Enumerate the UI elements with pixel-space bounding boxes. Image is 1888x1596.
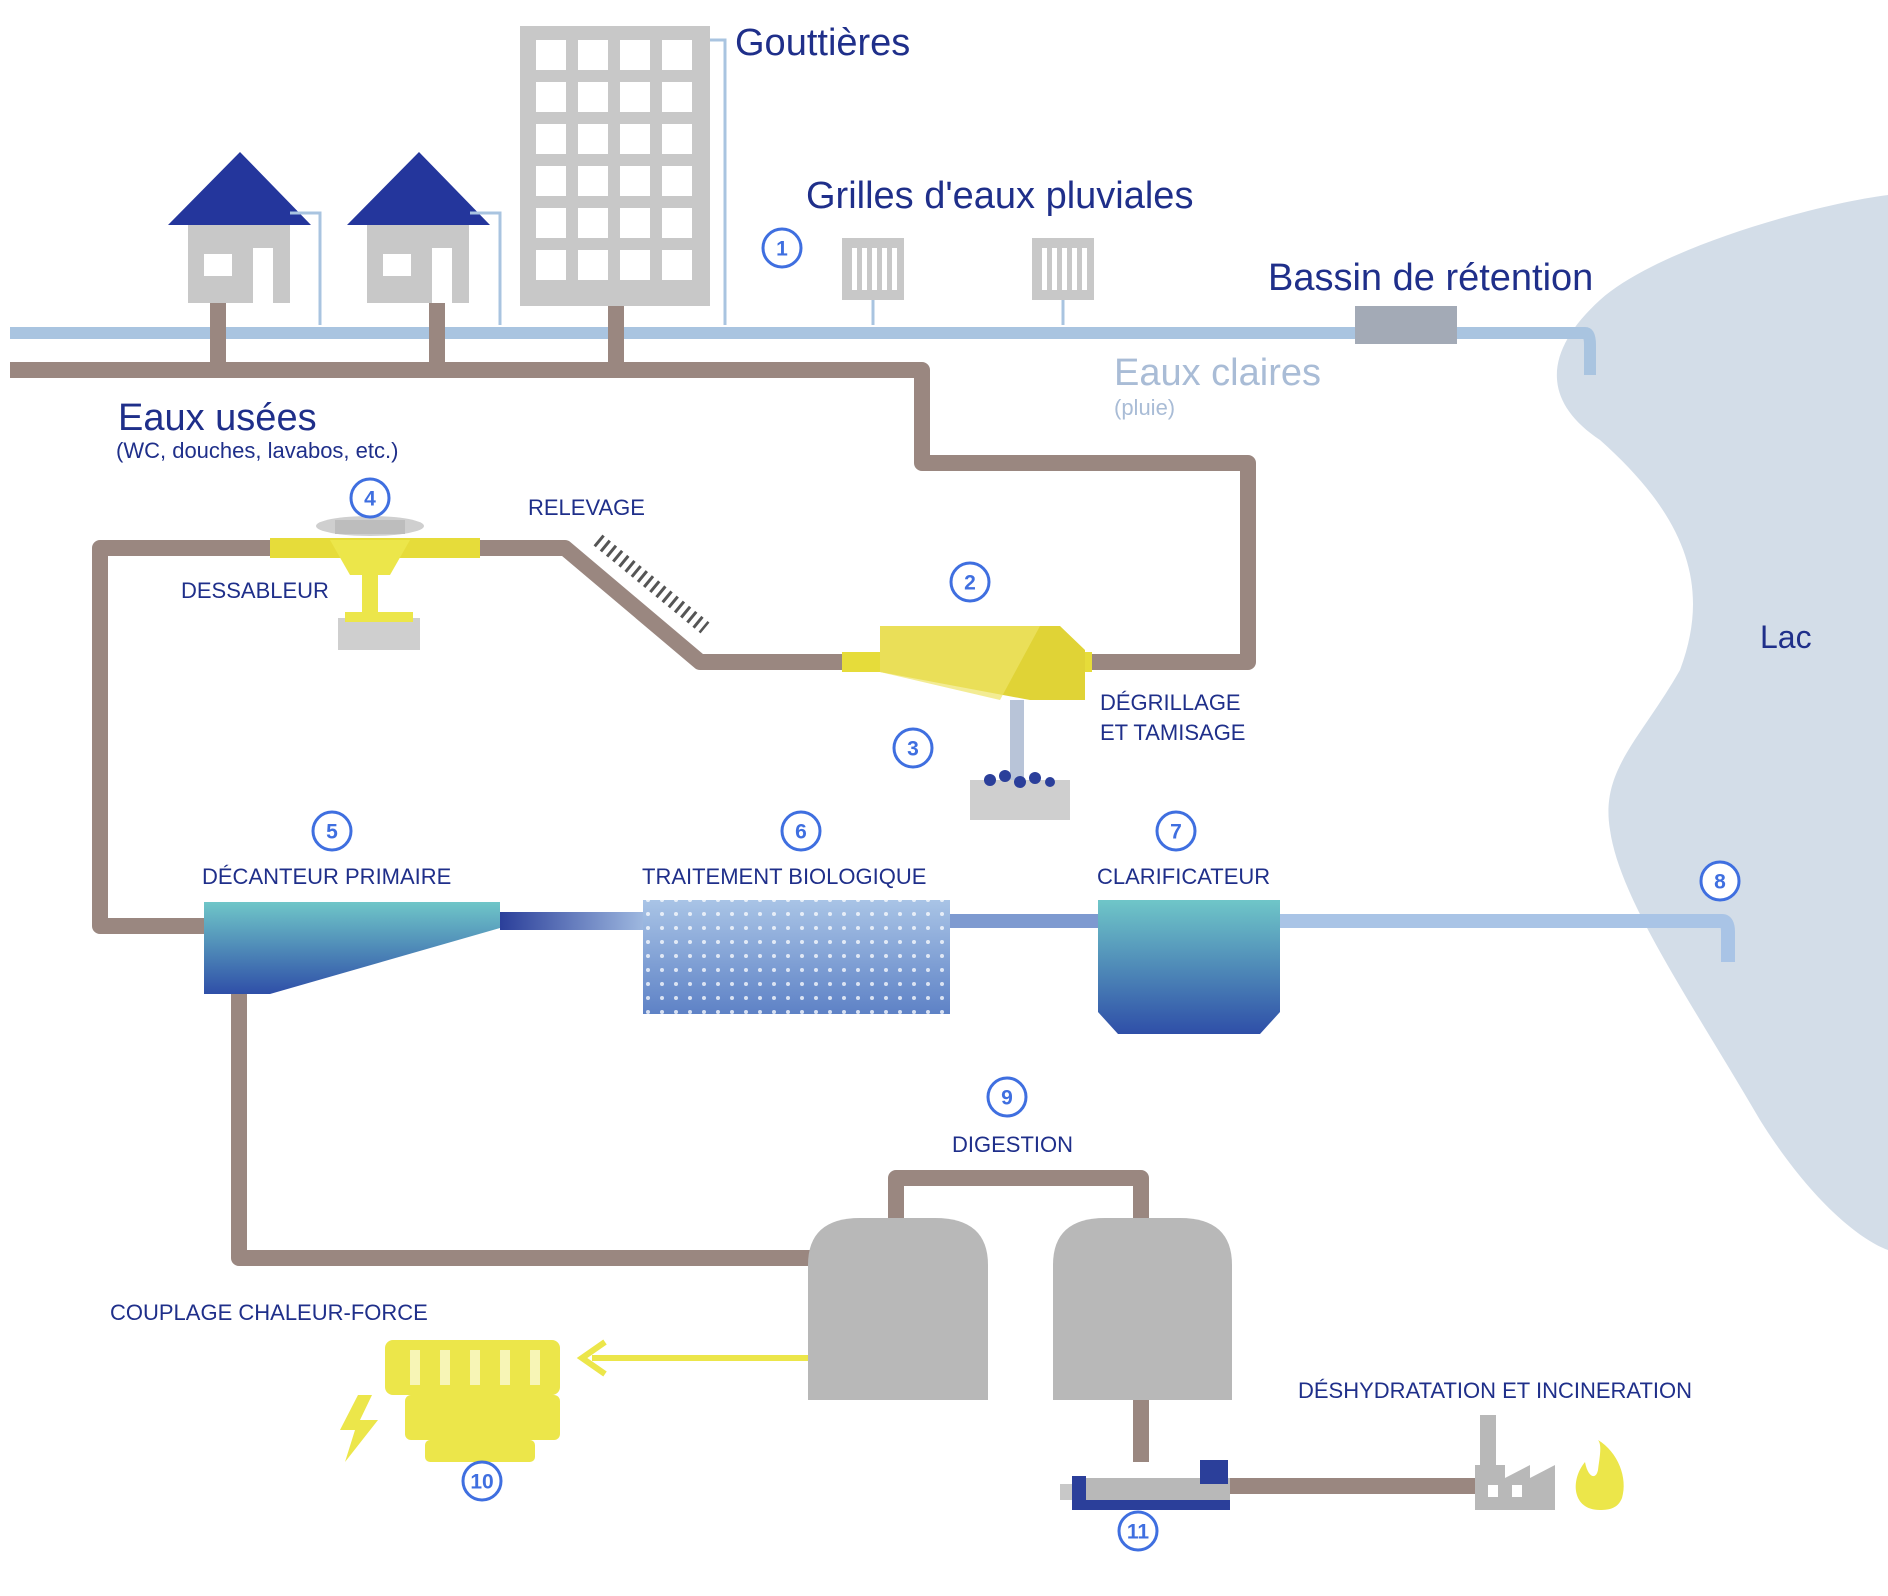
clarifier <box>1098 900 1280 1034</box>
svg-text:2: 2 <box>964 572 976 595</box>
building-window <box>536 82 566 112</box>
retention-basin <box>1355 306 1457 344</box>
svg-text:8: 8 <box>1714 871 1726 894</box>
building-window <box>536 124 566 154</box>
label-eaux-usees: Eaux usées <box>118 397 317 439</box>
svg-text:6: 6 <box>795 821 807 844</box>
label-degrillage-2: ET TAMISAGE <box>1100 720 1245 745</box>
label-traitement: TRAITEMENT BIOLOGIQUE <box>642 864 926 889</box>
building-window <box>662 250 692 280</box>
building-window <box>662 82 692 112</box>
step-badge-9: 9 <box>986 1076 1028 1118</box>
digester-left <box>808 1218 988 1400</box>
label-clarificateur: CLARIFICATEUR <box>1097 864 1270 889</box>
label-relevage: RELEVAGE <box>528 495 645 520</box>
building-window <box>662 40 692 70</box>
step-badge-1: 1 <box>761 227 803 269</box>
house-2 <box>347 152 502 325</box>
storm-drain-1 <box>842 238 904 325</box>
svg-text:9: 9 <box>1001 1087 1013 1110</box>
label-decanteur: DÉCANTEUR PRIMAIRE <box>202 864 451 889</box>
building-window <box>620 124 650 154</box>
building-window <box>536 40 566 70</box>
chp-engine <box>340 1340 560 1462</box>
label-deshydratation: DÉSHYDRATATION ET INCINERATION <box>1298 1378 1692 1403</box>
digester-link-pipe <box>888 1170 1149 1222</box>
label-bassin: Bassin de rétention <box>1268 257 1593 299</box>
building-window <box>662 124 692 154</box>
building-window <box>620 82 650 112</box>
dessableur-unit <box>270 516 480 650</box>
house-1 <box>168 152 322 325</box>
building-window <box>536 166 566 196</box>
building-window <box>620 250 650 280</box>
effluent-pipe <box>1280 914 1735 962</box>
svg-text:11: 11 <box>1127 1521 1150 1544</box>
label-degrillage-1: DÉGRILLAGE <box>1100 690 1241 715</box>
building-window <box>578 208 608 238</box>
storm-drain-2 <box>1032 238 1094 325</box>
svg-text:1: 1 <box>776 238 788 261</box>
step-badge-3: 3 <box>892 727 934 769</box>
building-window <box>578 166 608 196</box>
flame-icon <box>1575 1440 1624 1510</box>
label-eaux-usees-sub: (WC, douches, lavabos, etc.) <box>116 438 398 463</box>
label-lac: Lac <box>1760 619 1812 655</box>
label-grilles: Grilles d'eaux pluviales <box>806 175 1193 217</box>
building-window <box>536 208 566 238</box>
label-couplage: COUPLAGE CHALEUR-FORCE <box>110 1300 428 1325</box>
settler-to-bio-pipe <box>500 912 645 930</box>
dewatering-machine <box>1060 1460 1230 1510</box>
digester-right <box>1053 1218 1232 1400</box>
building-window <box>662 208 692 238</box>
label-eaux-claires-sub: (pluie) <box>1114 395 1175 420</box>
building-window <box>578 124 608 154</box>
step-badge-7: 7 <box>1155 810 1197 852</box>
label-dessableur: DESSABLEUR <box>181 578 329 603</box>
apartment-building <box>520 26 727 325</box>
step-badge-10: 10 <box>461 1460 503 1502</box>
wastewater-main-pipe <box>10 362 1256 670</box>
energy-arrow <box>576 1339 808 1377</box>
step-badge-4: 4 <box>349 477 391 519</box>
building-window <box>536 250 566 280</box>
step-badge-5: 5 <box>311 810 353 852</box>
svg-text:10: 10 <box>470 1471 493 1494</box>
building-window <box>578 82 608 112</box>
screening-unit <box>842 626 1092 820</box>
building-window <box>620 208 650 238</box>
step-badge-6: 6 <box>780 810 822 852</box>
label-digestion: DIGESTION <box>952 1132 1073 1157</box>
step-badge-8: 8 <box>1699 860 1741 902</box>
label-eaux-claires: Eaux claires <box>1114 352 1321 394</box>
building-window <box>578 40 608 70</box>
building-window <box>620 166 650 196</box>
primary-settler <box>204 902 500 994</box>
label-gouttieres: Gouttières <box>735 22 910 64</box>
step-badge-11: 11 <box>1117 1510 1159 1552</box>
lake-shape <box>1556 195 1888 1250</box>
step-badge-2: 2 <box>949 561 991 603</box>
storm-water-pipe <box>10 327 1596 375</box>
biological-basin <box>643 900 950 1014</box>
building-window <box>620 40 650 70</box>
svg-text:5: 5 <box>326 821 338 844</box>
building-window <box>578 250 608 280</box>
building-window <box>662 166 692 196</box>
bio-to-clarifier-pipe <box>950 914 1100 928</box>
incinerator-factory <box>1475 1415 1555 1510</box>
svg-text:3: 3 <box>907 738 919 761</box>
svg-text:7: 7 <box>1170 821 1182 844</box>
svg-text:4: 4 <box>364 488 376 511</box>
sludge-pipe <box>231 990 810 1266</box>
